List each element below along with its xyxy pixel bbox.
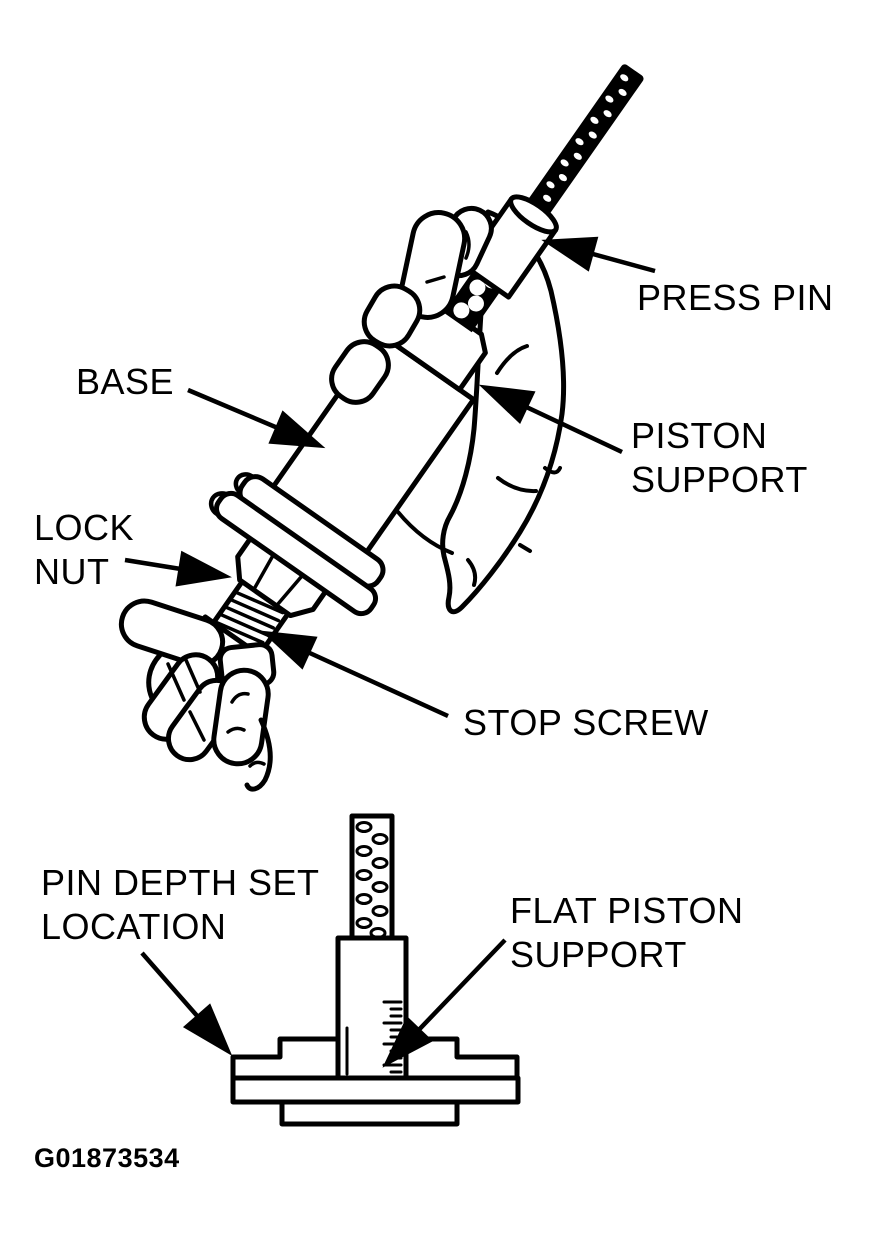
finger-creases	[166, 658, 266, 768]
lock-nut-arrow	[124, 550, 232, 587]
press-pin-rod	[518, 64, 644, 229]
callout-press-pin: PRESS PIN	[637, 276, 834, 320]
callout-pin-depth-line2: LOCATION	[41, 906, 227, 947]
callout-piston-support-line1: PISTON	[631, 415, 768, 456]
base-flange	[208, 472, 386, 617]
callout-pin-depth-line1: PIN DEPTH SET	[41, 862, 320, 903]
callout-lock-nut: LOCK NUT	[34, 506, 134, 594]
press-tool	[186, 64, 644, 693]
adjusting-hand	[118, 598, 277, 792]
callout-stop-screw-text: STOP SCREW	[463, 702, 709, 743]
callout-arrows	[124, 236, 656, 1068]
holding-hand-fingers	[329, 205, 562, 587]
stop-screw-threads	[215, 590, 285, 645]
thumb	[118, 598, 226, 668]
index-fingertip	[398, 210, 468, 320]
piston-support-arrow	[478, 384, 623, 455]
press-pin-rod-bottom	[349, 813, 395, 945]
callout-flat-piston-line1: FLAT PISTON	[510, 890, 744, 931]
lower-finger-knuckle	[329, 339, 391, 405]
index-finger	[211, 667, 271, 767]
callout-piston-support-line2: SUPPORT	[631, 459, 808, 500]
curled-finger-knuckle	[361, 283, 423, 349]
callout-piston-support: PISTON SUPPORT	[631, 414, 808, 502]
callout-pin-depth-set-location: PIN DEPTH SET LOCATION	[41, 861, 320, 949]
flat-piston-arrow	[382, 938, 507, 1068]
press-pin-arrow	[541, 236, 656, 274]
base-arrow	[187, 387, 326, 449]
callout-lock-nut-line1: LOCK	[34, 507, 135, 548]
tool-in-hand-figure	[118, 64, 644, 792]
callout-flat-piston-line2: SUPPORT	[510, 934, 687, 975]
fingernail-lines	[425, 230, 471, 284]
callout-base-text: BASE	[76, 361, 175, 402]
callout-base: BASE	[76, 360, 174, 404]
callout-flat-piston-support: FLAT PISTON SUPPORT	[510, 889, 744, 977]
pin-depth-arrow	[140, 951, 233, 1057]
callout-lock-nut-line2: NUT	[34, 551, 110, 592]
callout-press-pin-text: PRESS PIN	[637, 277, 834, 318]
callout-stop-screw: STOP SCREW	[463, 701, 709, 745]
stop-screw-arrow	[260, 630, 449, 719]
figure-id: G01873534	[34, 1143, 180, 1173]
palm-creases	[396, 344, 562, 587]
hand-outline	[146, 652, 273, 792]
